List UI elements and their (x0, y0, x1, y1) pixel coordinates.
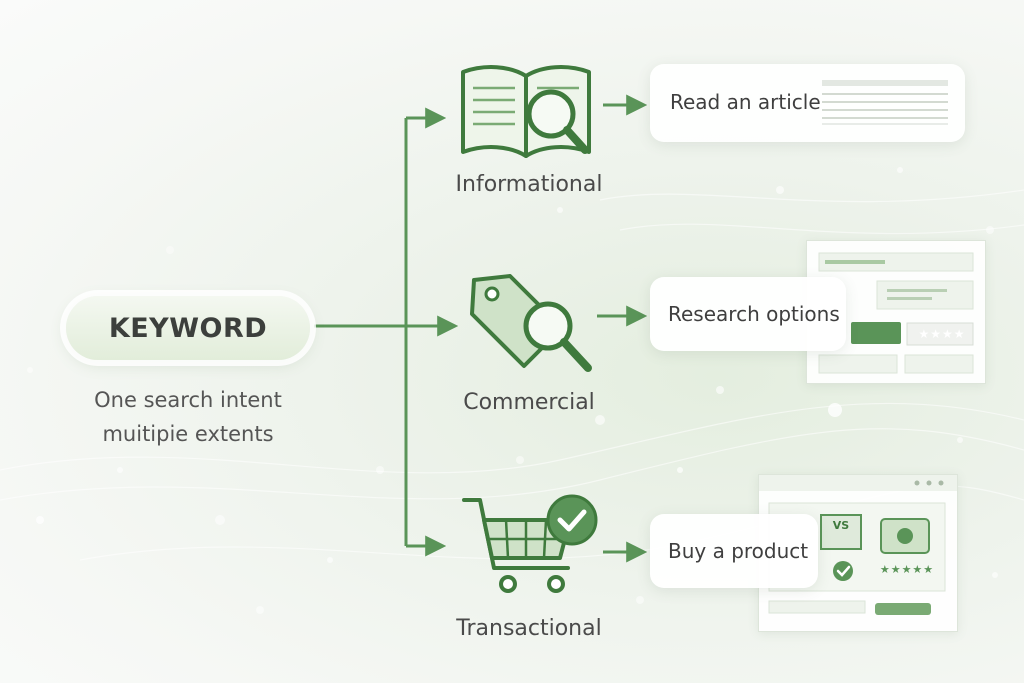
keyword-node: KEYWORD (66, 296, 310, 360)
rating-stars: ★★★★ (918, 327, 966, 341)
result-text-transactional: Buy a product (668, 539, 809, 563)
intent-label-commercial: Commercial (463, 390, 595, 415)
result-card-commercial: Research options (650, 277, 846, 351)
comparison-page-wireframe (818, 252, 974, 374)
keyword-caption-line1: One search intent (94, 388, 282, 412)
price-tag-magnifier-icon (470, 274, 592, 372)
result-text-commercial: Research options (668, 302, 840, 326)
result-card-informational: Read an article (650, 64, 965, 142)
buy-button-mockup (851, 322, 901, 344)
comparison-page-mockup: ★★★★ (806, 240, 986, 384)
keyword-label: KEYWORD (108, 312, 268, 344)
keyword-caption-line2: muitipie extents (102, 422, 274, 446)
result-card-transactional: Buy a product (650, 514, 818, 588)
intent-label-transactional: Transactional (456, 616, 602, 641)
vs-badge: VS (832, 519, 850, 532)
shopping-cart-check-icon (462, 494, 598, 593)
result-text-informational: Read an article (670, 90, 821, 114)
product-page-mockup: VS ★★★★★ (758, 474, 958, 632)
product-rating-stars: ★★★★★ (879, 563, 935, 576)
book-magnifier-icon (461, 65, 591, 158)
article-preview-lines (822, 80, 948, 125)
intent-label-informational: Informational (455, 172, 603, 197)
